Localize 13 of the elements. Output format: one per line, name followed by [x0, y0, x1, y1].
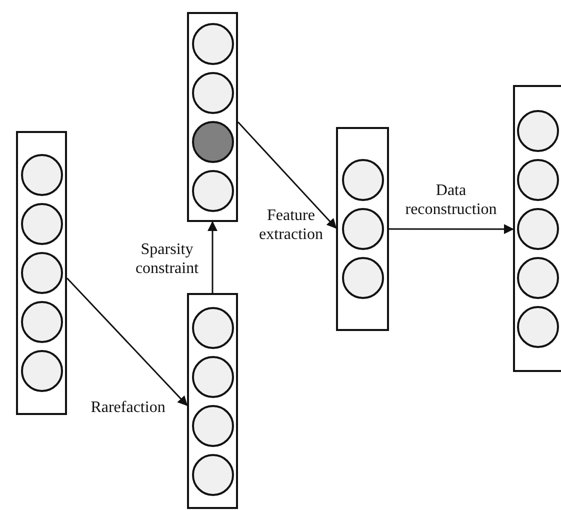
layer-box	[187, 12, 238, 222]
layer-box	[513, 85, 561, 372]
arrow	[66, 278, 188, 406]
arrow	[208, 221, 218, 293]
edge-label: Data reconstruction	[404, 181, 498, 219]
edge-label: Rarefaction	[90, 398, 166, 417]
layer-box	[16, 131, 67, 415]
edge-label: Feature extraction	[258, 206, 324, 244]
edge-label: Sparsity constraint	[134, 240, 200, 278]
arrow	[389, 224, 514, 234]
arrow	[237, 122, 337, 229]
layer-box	[187, 293, 238, 509]
layer-box	[336, 127, 389, 331]
